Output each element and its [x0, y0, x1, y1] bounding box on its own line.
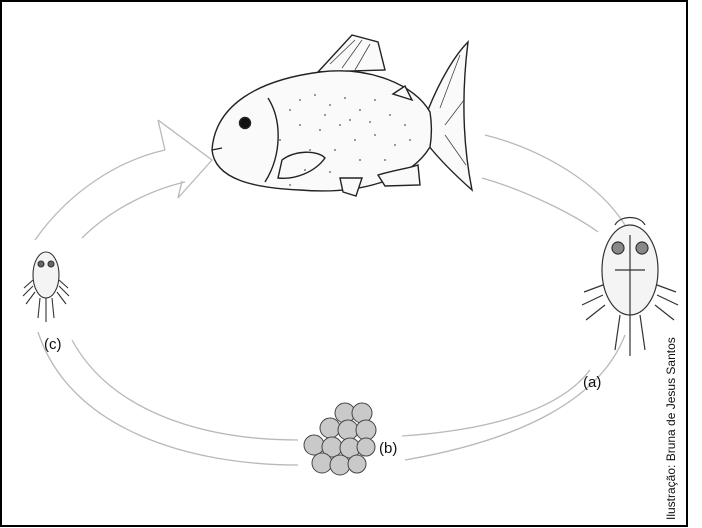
label-c: (c) — [44, 336, 62, 353]
illustration-credit: Ilustração: Bruna de Jesus Santos — [664, 260, 678, 520]
fish-illustration — [212, 35, 472, 196]
label-a: (a) — [583, 374, 601, 391]
pelvic-fin — [340, 178, 362, 196]
label-b: (b) — [379, 440, 397, 457]
dorsal-fin — [318, 35, 385, 72]
eggs-b — [304, 403, 376, 475]
fish-eye — [240, 118, 251, 129]
tail-fin — [428, 42, 472, 190]
parasite-c — [23, 252, 69, 322]
